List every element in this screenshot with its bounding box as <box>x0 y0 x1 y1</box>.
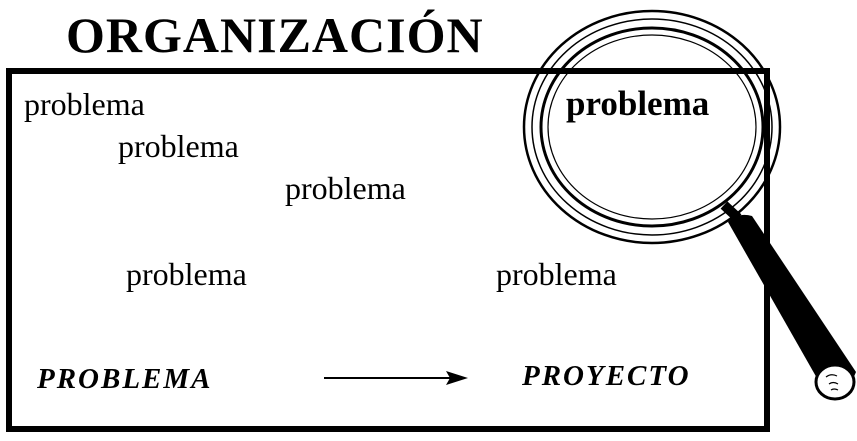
magnifying-glass-icon <box>522 9 856 401</box>
magnified-problem-word: problema <box>566 84 710 123</box>
problem-word-2: problema <box>118 128 239 164</box>
problem-word-1: problema <box>24 86 145 122</box>
flow-to-label: PROYECTO <box>522 360 691 392</box>
diagram-title: ORGANIZACIÓN <box>66 7 484 63</box>
right-arrow-icon <box>324 371 468 385</box>
problem-word-5: problema <box>496 256 617 292</box>
flow-from-label: PROBLEMA <box>37 363 213 395</box>
problem-word-3: problema <box>285 170 406 206</box>
problem-word-4: problema <box>126 256 247 292</box>
